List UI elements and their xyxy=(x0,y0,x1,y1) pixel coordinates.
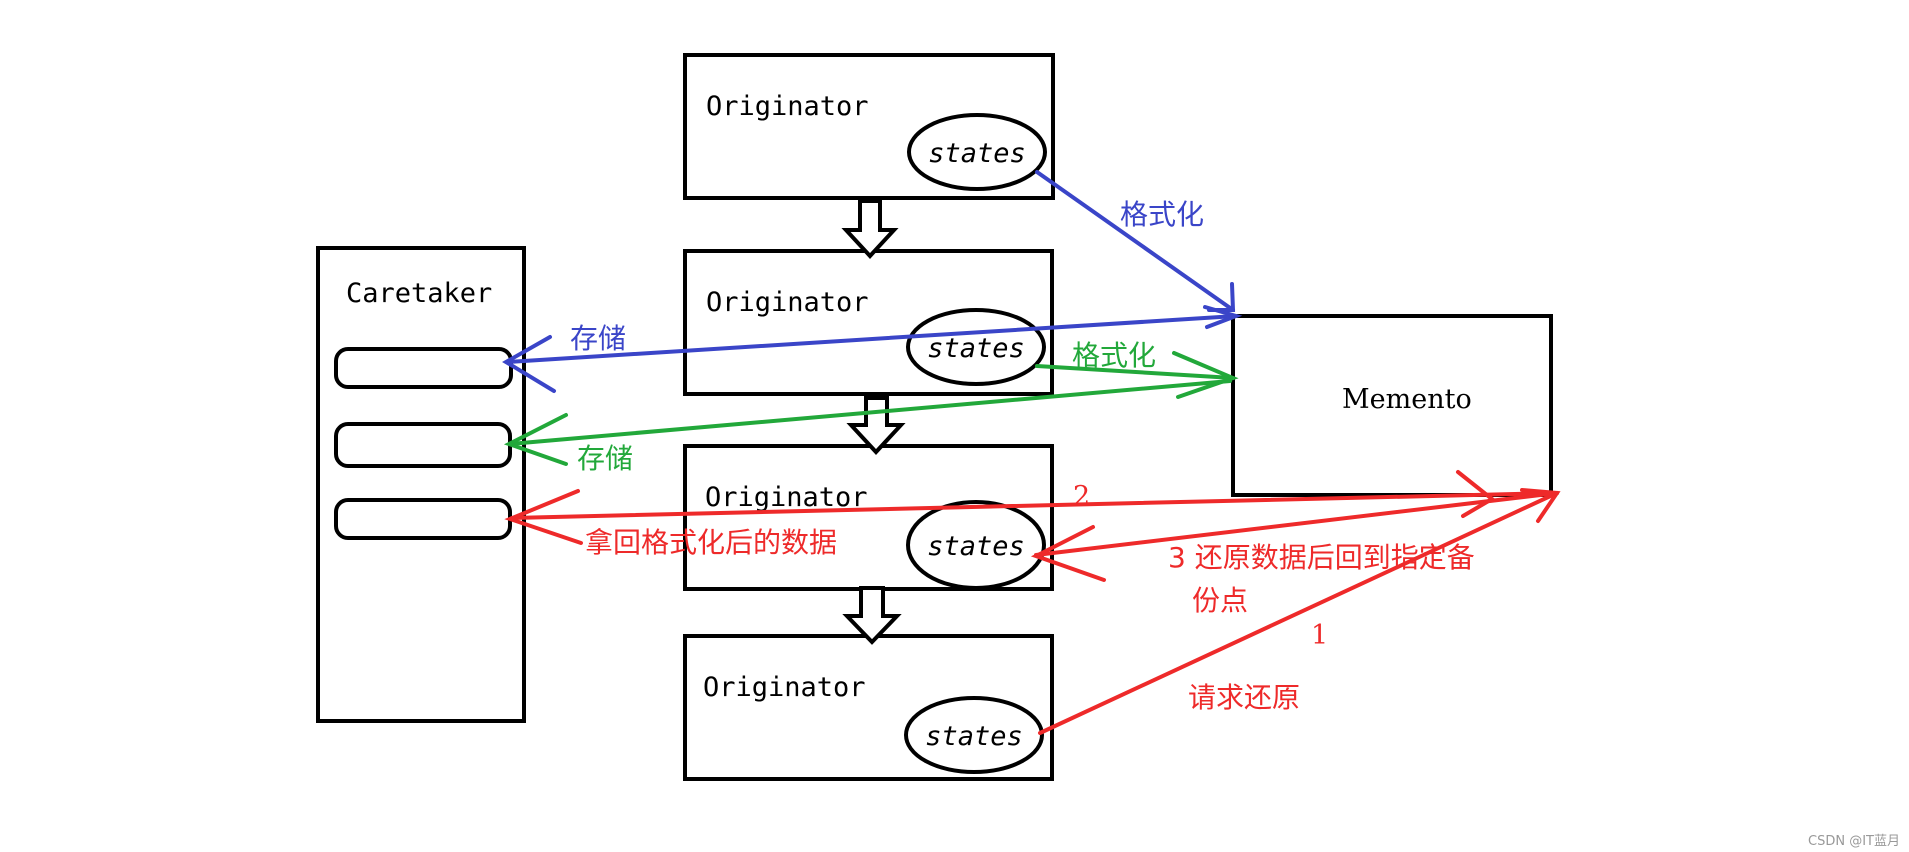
caretaker-label: Caretaker xyxy=(346,278,492,309)
originator-box-1: Originator states xyxy=(683,53,1055,200)
annotation-blue-format: 格式化 xyxy=(1120,198,1204,231)
red-restore-line xyxy=(1034,491,1559,557)
blue-store-arrowhead-caretaker xyxy=(502,335,556,393)
red-retrieve-arrowhead-memento xyxy=(1456,470,1496,518)
red-restore-arrowhead xyxy=(1030,525,1106,582)
states-ellipse-3 xyxy=(906,500,1046,590)
states-ellipse-4 xyxy=(904,696,1044,774)
red-retrieve-arrowhead-caretaker xyxy=(504,489,583,545)
annotation-blue-store: 存储 xyxy=(570,322,626,355)
annotation-red-restore-line1: 3 还原数据后回到指定备 xyxy=(1168,541,1475,574)
originator-box-4: Originator states xyxy=(683,634,1054,781)
down-arrow-2 xyxy=(846,396,906,455)
down-arrow-3 xyxy=(842,586,902,645)
green-format-line xyxy=(1035,364,1235,380)
blue-store-arrowhead-memento xyxy=(1203,305,1243,329)
green-store-line xyxy=(508,379,1232,446)
states-label-4: states xyxy=(925,721,1023,752)
states-ellipse-1 xyxy=(907,113,1047,191)
red-request-line xyxy=(1038,491,1559,735)
originator-label-3: Originator xyxy=(705,482,868,513)
states-label-1: states xyxy=(928,138,1026,169)
annotation-green-format: 格式化 xyxy=(1072,339,1156,372)
caretaker-slot-3 xyxy=(334,498,512,540)
annotation-red-step2: 2 xyxy=(1073,481,1090,512)
originator-label-4: Originator xyxy=(703,672,866,703)
annotation-red-restore-line2: 份点 xyxy=(1192,584,1248,617)
annotation-red-retrieve: 拿回格式化后的数据 xyxy=(585,526,837,559)
originator-box-2: Originator states xyxy=(683,249,1054,396)
originator-label-2: Originator xyxy=(706,287,869,318)
caretaker-slot-1 xyxy=(334,347,513,389)
states-label-2: states xyxy=(927,333,1025,364)
caretaker-slot-2 xyxy=(334,422,512,468)
originator-label-1: Originator xyxy=(706,91,869,122)
memento-box: Memento xyxy=(1231,314,1553,497)
annotation-green-store: 存储 xyxy=(577,442,633,475)
annotation-red-step1: 1 xyxy=(1311,620,1328,651)
red-arrows xyxy=(504,470,1561,735)
originator-box-3: Originator states xyxy=(683,444,1054,591)
down-arrow-1 xyxy=(841,199,899,259)
blue-format-line xyxy=(1035,170,1235,312)
green-format-arrowhead xyxy=(1172,351,1239,399)
watermark-text: CSDN @IT蓝月 xyxy=(1808,834,1900,849)
caretaker-box: Caretaker xyxy=(316,246,526,723)
blue-store-line xyxy=(506,314,1238,364)
blue-arrows xyxy=(502,170,1243,393)
annotation-red-request: 请求还原 xyxy=(1188,681,1300,714)
red-retrieve-line xyxy=(510,491,1559,520)
green-store-arrowhead xyxy=(503,413,568,466)
memento-label: Memento xyxy=(1342,384,1472,415)
states-label-3: states xyxy=(927,531,1025,562)
green-arrows xyxy=(503,351,1239,466)
